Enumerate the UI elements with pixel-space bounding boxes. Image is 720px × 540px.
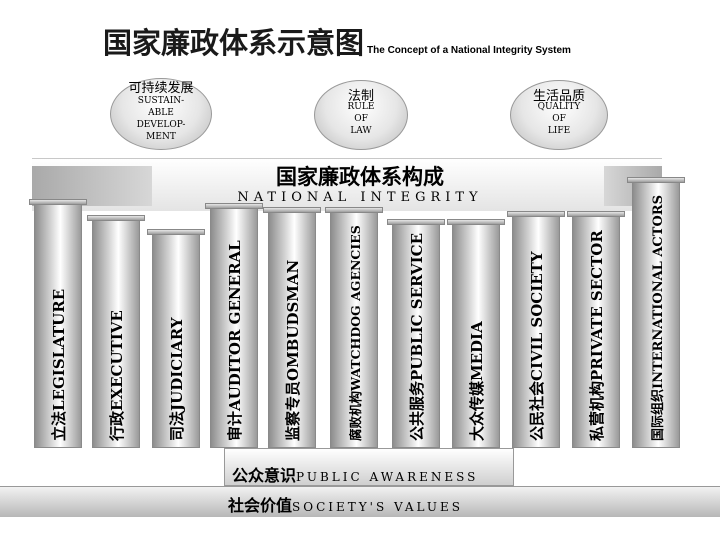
dome-label-english: QUALITY OF LIFE [511, 101, 607, 137]
society-values-english: SOCIETY'S VALUES [292, 500, 463, 514]
pillar-label: 国际组织INTERNATIONAL ACTORS [647, 195, 666, 441]
pillar-label-chinese: 公共服务 [408, 381, 426, 441]
pillar-capital [387, 219, 445, 225]
pillar: 司法JUDICIARY [152, 234, 200, 448]
pillar: 审计AUDITOR GENERAL [210, 208, 258, 448]
pillar-label-english: CIVIL SOCIETY [528, 251, 546, 381]
pillar: 立法LEGISLATURE [34, 204, 82, 448]
dome-label-english: RULE OF LAW [315, 101, 407, 137]
pillar-capital [567, 211, 625, 217]
dome-sustainable-development: 可持续发展 SUSTAIN- ABLE DEVELOP- MENT [110, 78, 212, 150]
pillar: 腐败机构WATCHDOG AGENCIES [330, 212, 378, 448]
pillar-label-chinese: 国际组织 [651, 389, 666, 441]
pillar-label-chinese: 行政 [108, 411, 126, 441]
pillar-label-chinese: 立法 [50, 411, 68, 441]
pillar-label-chinese: 大众传媒 [468, 381, 486, 441]
public-awareness-label: 公众意识PUBLIC AWARENESS [232, 462, 478, 486]
pillar-capital [325, 207, 383, 213]
pillar-label-english: WATCHDOG AGENCIES [348, 225, 363, 391]
dome-label-english: SUSTAIN- ABLE DEVELOP- MENT [111, 95, 211, 143]
public-awareness-english: PUBLIC AWARENESS [296, 470, 478, 484]
pillar-label: 监察专员OMBUDSMAN [282, 260, 303, 441]
pillar: 公民社会CIVIL SOCIETY [512, 216, 560, 448]
pillar-label: 审计AUDITOR GENERAL [224, 240, 245, 441]
pillar-label-english: EXECUTIVE [108, 310, 126, 411]
pillar-label-english: LEGISLATURE [50, 289, 68, 411]
pillar-label: 公民社会CIVIL SOCIETY [526, 251, 547, 441]
pillar-label-chinese: 监察专员 [284, 381, 302, 441]
pillar-label-english: PRIVATE SECTOR [588, 230, 606, 381]
pillar-label-chinese: 私营机构 [588, 381, 606, 441]
pillar: 监察专员OMBUDSMAN [268, 212, 316, 448]
pillar-label-chinese: 司法 [168, 411, 186, 441]
beam-title-english: NATIONAL INTEGRITY [0, 190, 720, 205]
pillar-label-english: JUDICIARY [168, 317, 186, 411]
pillar-capital [263, 207, 321, 213]
pillar: 行政EXECUTIVE [92, 220, 140, 448]
pillar-capital [447, 219, 505, 225]
pillar: 公共服务PUBLIC SERVICE [392, 224, 440, 448]
pillar-label-chinese: 公民社会 [528, 381, 546, 441]
pillar-label: 立法LEGISLATURE [48, 289, 69, 441]
pillar: 国际组织INTERNATIONAL ACTORS [632, 182, 680, 448]
pillar-capital [507, 211, 565, 217]
dome-quality-of-life: 生活品质 QUALITY OF LIFE [510, 80, 608, 150]
pillar-label: 私营机构PRIVATE SECTOR [586, 230, 607, 441]
pillar: 大众传媒MEDIA [452, 224, 500, 448]
pillar-label-chinese: 审计 [226, 411, 244, 441]
pillar-label: 大众传媒MEDIA [466, 321, 487, 441]
pillar-label: 行政EXECUTIVE [106, 310, 127, 441]
pillar-capital [627, 177, 685, 183]
title-english: The Concept of a National Integrity Syst… [367, 45, 571, 56]
pillar-capital [87, 215, 145, 221]
beam-title-chinese: 国家廉政体系构成 [0, 161, 720, 191]
pillar-label-english: MEDIA [468, 321, 486, 381]
pillar-label-english: OMBUDSMAN [284, 260, 302, 381]
pillar-label-chinese: 腐败机构 [348, 391, 363, 441]
pillar-label-english: PUBLIC SERVICE [408, 233, 426, 381]
pillar-label: 司法JUDICIARY [166, 317, 187, 441]
public-awareness-chinese: 公众意识 [232, 466, 296, 485]
society-values-chinese: 社会价值 [228, 496, 292, 515]
pillar-capital [147, 229, 205, 235]
pillar: 私营机构PRIVATE SECTOR [572, 216, 620, 448]
pillar-label-english: INTERNATIONAL ACTORS [651, 195, 666, 389]
dome-rule-of-law: 法制 RULE OF LAW [314, 80, 408, 150]
page-title: 国家廉政体系示意图 The Concept of a National Inte… [103, 22, 571, 62]
pillar-capital [29, 199, 87, 205]
pillar-label: 公共服务PUBLIC SERVICE [406, 233, 427, 441]
dome-label-chinese: 可持续发展 [111, 77, 211, 96]
pillar-label: 腐败机构WATCHDOG AGENCIES [345, 225, 364, 441]
pillar-label-english: AUDITOR GENERAL [226, 240, 244, 411]
society-values-label: 社会价值SOCIETY'S VALUES [228, 492, 463, 516]
pillar-capital [205, 203, 263, 209]
title-chinese: 国家廉政体系示意图 [103, 20, 364, 62]
